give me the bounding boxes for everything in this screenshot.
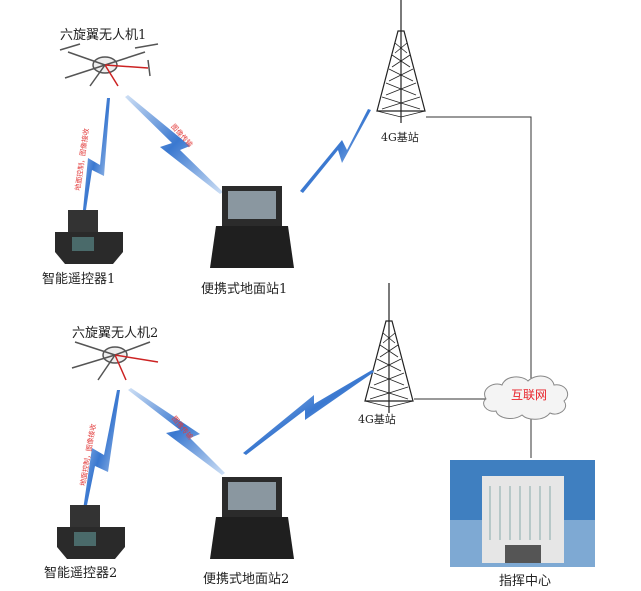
drone-icon-1: [59, 43, 159, 87]
tower1-label: 4G基站: [381, 131, 419, 144]
command-center-label: 指挥中心: [499, 574, 552, 589]
remote2-label: 智能遥控器2: [44, 566, 118, 581]
remote-icon-2: [57, 505, 125, 559]
ground1-label: 便携式地面站1: [201, 282, 288, 297]
drone-icon-2: [71, 341, 159, 381]
wire-tower1-internet: [426, 116, 532, 380]
tower-icon-1: [376, 0, 426, 124]
remote-icon-1: [55, 210, 123, 264]
signal-drone2-remote: [83, 390, 120, 510]
drone1-label: 六旋翼无人机1: [60, 28, 147, 43]
tower2-label: 4G基站: [358, 413, 396, 426]
ground-station-icon-2: [210, 477, 294, 559]
tower-icon-2: [364, 282, 414, 414]
ground2-label: 便携式地面站2: [203, 572, 290, 587]
signal-ground2-tower2: [243, 370, 374, 455]
command-center-building-icon: [450, 460, 595, 567]
signal-ground1-tower1: [300, 109, 371, 193]
internet-label: 互联网: [511, 388, 548, 402]
signal-drone2-ground: [128, 388, 225, 475]
signal-links: [83, 95, 374, 510]
ground-station-icon-1: [210, 186, 294, 268]
drone2-label: 六旋翼无人机2: [72, 326, 159, 341]
signal-drone1-remote: [83, 98, 110, 210]
signal-drone1-ground: [125, 95, 223, 194]
remote1-label: 智能遥控器1: [42, 272, 116, 287]
internet-cloud-icon: [483, 375, 569, 420]
